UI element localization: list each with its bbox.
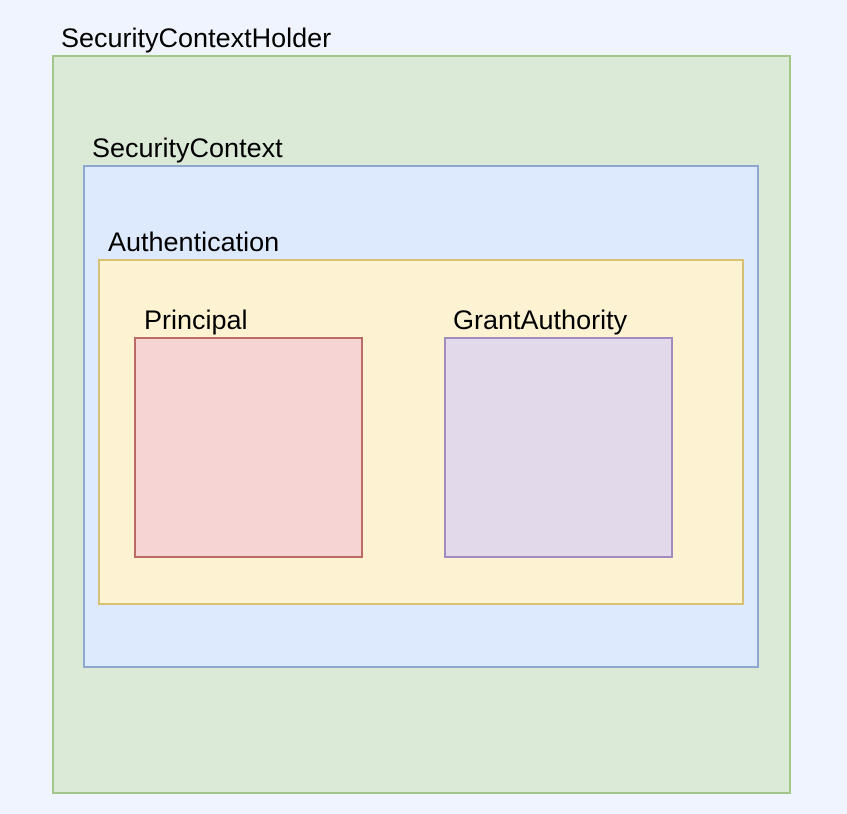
security-context-label: SecurityContext (92, 133, 283, 163)
principal-label: Principal (144, 305, 248, 335)
principal-box (134, 337, 363, 558)
grant-authority-label: GrantAuthority (453, 305, 628, 335)
authentication-label: Authentication (108, 227, 280, 257)
security-context-holder-label: SecurityContextHolder (61, 23, 332, 53)
grant-authority-box (444, 337, 673, 558)
